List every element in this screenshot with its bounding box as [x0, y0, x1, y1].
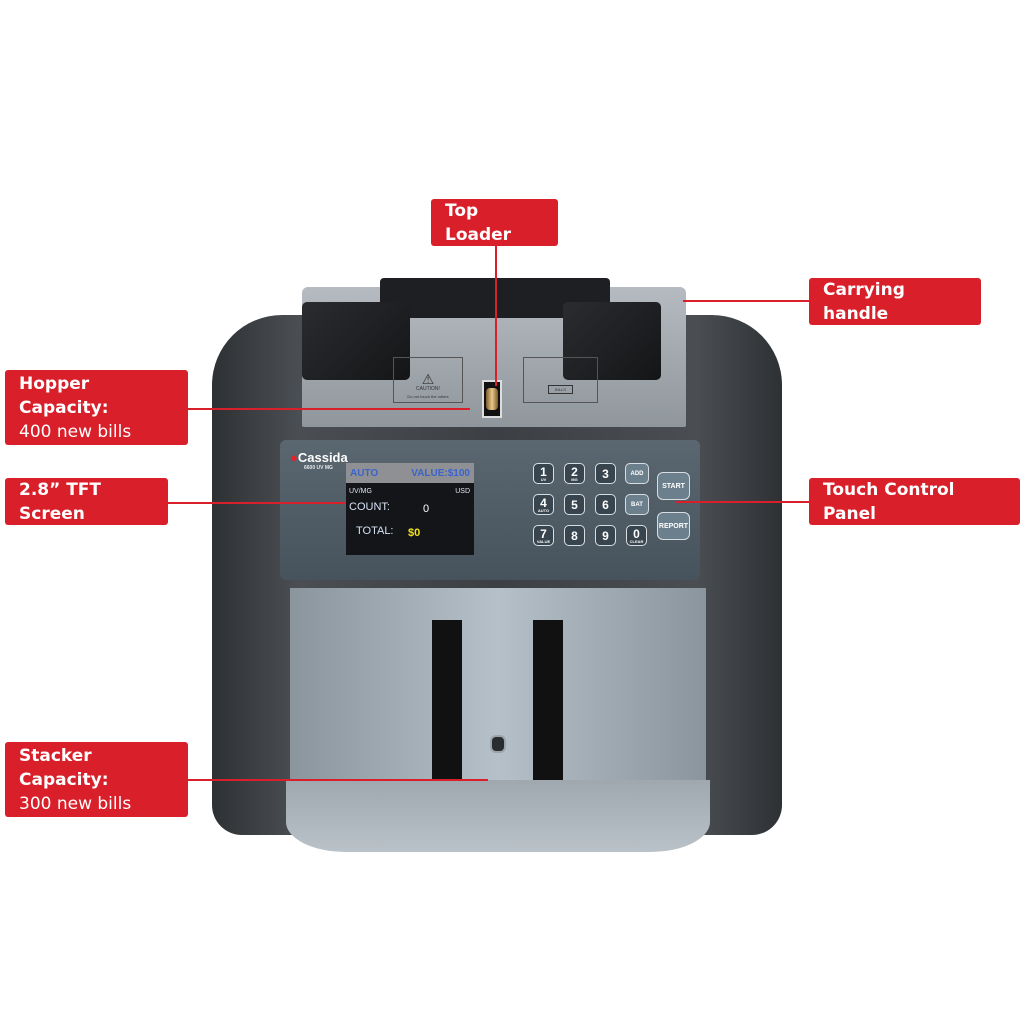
brand-logo: ●Cassida: [290, 450, 348, 465]
top-loader-line: [495, 246, 497, 386]
hopper-capacity-value: 400 new bills: [19, 421, 132, 442]
tft-screen: AUTO VALUE:$100 UV/MG USD COUNT: 0 TOTAL…: [346, 463, 474, 555]
hopper-line: [188, 408, 470, 410]
key-8[interactable]: 8: [564, 525, 585, 546]
add-key[interactable]: ADD: [625, 463, 649, 484]
mode-indicator: AUTO: [350, 467, 379, 479]
tft-screen-label: 2.8” TFT Screen: [19, 479, 102, 524]
count-label: COUNT:: [349, 501, 390, 513]
hopper-guide-right: [563, 302, 661, 380]
carrying-handle-label: Carrying handle: [823, 279, 905, 324]
stacker-wheel-left: [432, 620, 462, 782]
guide-bills-text: BILLS: [548, 385, 573, 394]
bat-key[interactable]: BAT: [625, 494, 649, 515]
warning-icon: ⚠: [421, 371, 435, 387]
total-value: $0: [408, 527, 421, 539]
stacker-wheel-right: [533, 620, 563, 782]
currency: USD: [455, 488, 470, 495]
model-label: 6600 UV MG: [304, 465, 333, 471]
value-indicator: VALUE:$100: [411, 467, 470, 479]
screen-line: [168, 502, 346, 504]
detection-mode: UV/MG: [349, 488, 372, 495]
hopper-guide-left: [302, 302, 410, 380]
feed-roller: [482, 380, 502, 418]
callout-top-loader: Top Loader: [431, 199, 558, 246]
callout-hopper-capacity: Hopper Capacity: 400 new bills: [5, 370, 188, 445]
callout-carrying-handle: Carrying handle: [809, 278, 981, 325]
report-key[interactable]: REPORT: [657, 512, 690, 540]
hopper-capacity-label: Hopper Capacity:: [19, 373, 109, 418]
stacker-capacity-label: Stacker Capacity:: [19, 745, 109, 790]
sensor-icon: [490, 735, 506, 753]
stacker-capacity-value: 300 new bills: [19, 793, 132, 814]
bill-guide-label: BILLS: [523, 357, 598, 403]
touch-control-panel-label: Touch Control Panel: [823, 479, 955, 524]
stacker-lip: [286, 780, 710, 852]
caution-label: ⚠ CAUTION! Do not touch the rollers: [393, 357, 463, 403]
count-value: 0: [423, 503, 430, 515]
start-key[interactable]: START: [657, 472, 690, 500]
key-9[interactable]: 9: [595, 525, 616, 546]
top-loader-label: Top Loader: [445, 200, 512, 245]
stacker-line: [188, 779, 488, 781]
callout-stacker-capacity: Stacker Capacity: 300 new bills: [5, 742, 188, 817]
caution-text: Do not touch the rollers: [407, 394, 449, 399]
touch-panel-line: [675, 501, 810, 503]
carrying-handle-line: [683, 300, 810, 302]
total-label: TOTAL:: [356, 525, 394, 537]
caution-heading: CAUTION!: [416, 386, 440, 392]
screen-header: AUTO VALUE:$100: [346, 463, 474, 483]
key-5[interactable]: 5: [564, 494, 585, 515]
key-6[interactable]: 6: [595, 494, 616, 515]
callout-tft-screen: 2.8” TFT Screen: [5, 478, 168, 525]
key-3[interactable]: 3: [595, 463, 616, 484]
callout-touch-control-panel: Touch Control Panel: [809, 478, 1020, 525]
